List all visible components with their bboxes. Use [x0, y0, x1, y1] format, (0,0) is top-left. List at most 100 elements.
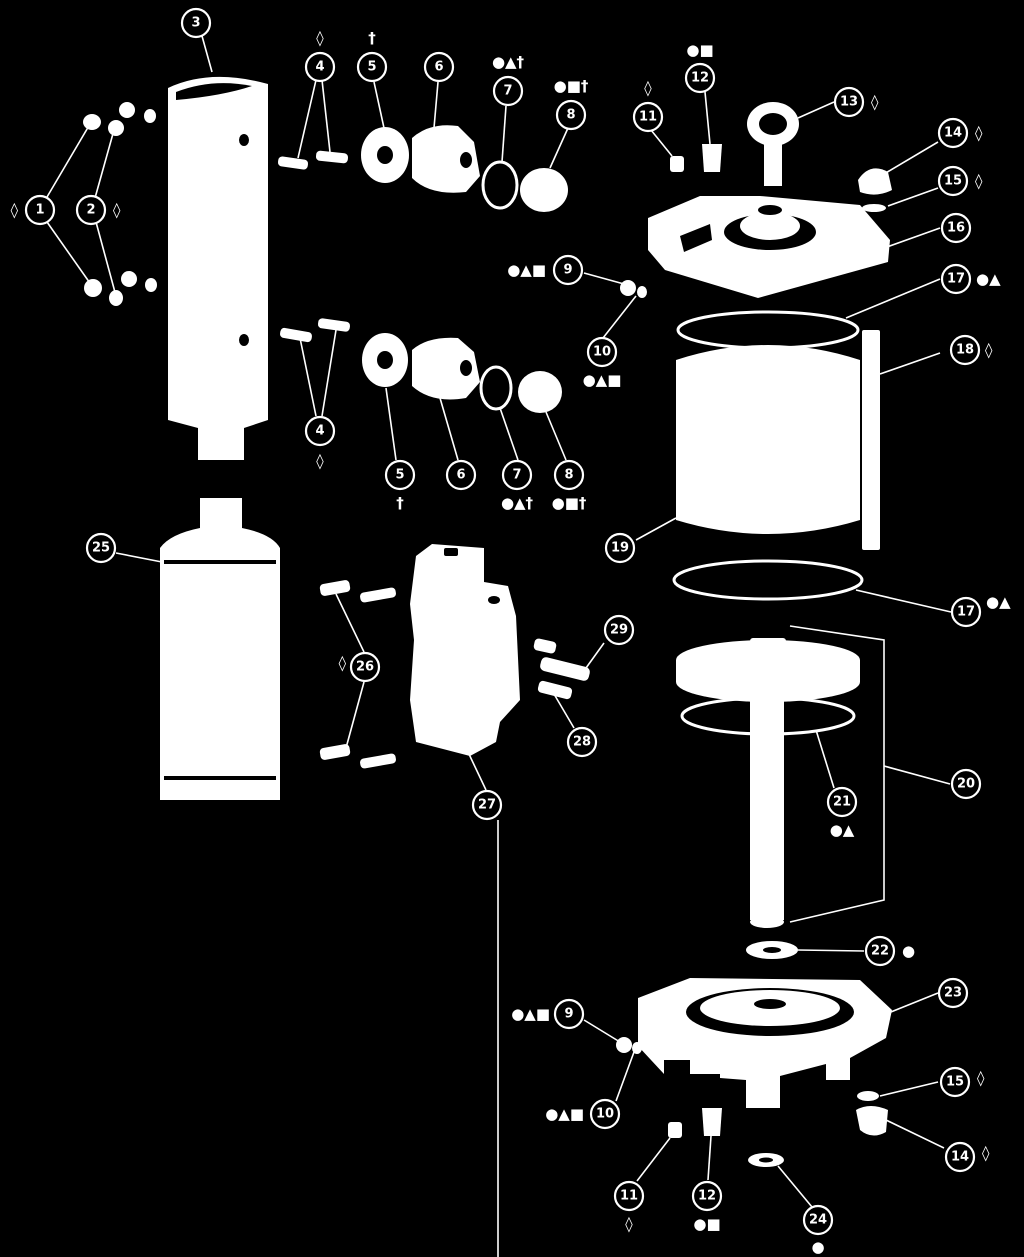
- callout-4-upper: ◊ 4: [304, 29, 336, 83]
- callout-number: 5: [367, 60, 376, 75]
- callout-symbol: ●▲: [830, 821, 855, 839]
- part-5-washers: [361, 127, 409, 387]
- callout-symbol: ◊: [316, 452, 324, 470]
- callout-symbol: ◊: [113, 201, 121, 219]
- callout-15-lower: 15 ◊: [939, 1066, 985, 1098]
- callout-20: 20: [950, 768, 982, 800]
- part-24-washer: [748, 1153, 784, 1167]
- callout-1: ◊ 1: [11, 194, 56, 226]
- callout-16: 16: [940, 212, 972, 244]
- callout-8-upper: ●■† 8: [554, 77, 589, 131]
- part-3-body-tube: [168, 76, 268, 460]
- callout-number: 8: [564, 468, 573, 483]
- callout-number: 5: [395, 468, 404, 483]
- part-11-12-plugs: [668, 144, 722, 1138]
- callout-number: 9: [564, 1007, 573, 1022]
- callout-number: 1: [35, 203, 44, 218]
- callout-number: 11: [639, 110, 657, 125]
- callout-symbol: ●▲■: [583, 371, 622, 389]
- callout-number: 13: [840, 95, 858, 110]
- callout-symbol: ●▲■: [507, 261, 546, 279]
- callout-number: 20: [957, 777, 975, 792]
- callout-number: 28: [573, 735, 591, 750]
- part-22-washer: [746, 941, 798, 959]
- callout-number: 24: [809, 1213, 827, 1228]
- callout-number: 9: [563, 263, 572, 278]
- callout-number: 22: [871, 944, 889, 959]
- callout-number: 3: [191, 16, 200, 31]
- callout-symbol: ◊: [975, 124, 983, 142]
- callout-10-upper: 10 ●▲■: [583, 336, 622, 389]
- callout-9-lower: ●▲■ 9: [511, 998, 585, 1030]
- callout-symbol: ◊: [625, 1215, 633, 1233]
- callout-23: 23: [937, 977, 969, 1009]
- part-6-bushings: [412, 125, 480, 400]
- callout-symbol: ◊: [977, 1069, 985, 1087]
- callout-symbol: ◊: [339, 654, 347, 672]
- callout-17-upper: 17 ●▲: [940, 263, 1001, 295]
- callout-14-lower: 14 ◊: [944, 1141, 990, 1173]
- callout-number: 7: [503, 84, 512, 99]
- callout-symbol: ●■†: [552, 494, 587, 512]
- callout-number: 17: [947, 272, 965, 287]
- callout-symbol: ●▲: [986, 593, 1011, 611]
- callout-2: 2 ◊: [75, 194, 121, 226]
- callout-symbol: ●▲: [976, 270, 1001, 288]
- part-8-balls: [518, 168, 568, 413]
- part-26-screws: [319, 580, 396, 769]
- callout-19: 19: [604, 532, 636, 564]
- callout-28: 28: [566, 726, 598, 758]
- callout-number: 25: [92, 541, 110, 556]
- callout-symbol: ◊: [644, 79, 652, 97]
- callout-symbol: ◊: [871, 93, 879, 111]
- callout-symbol: ◊: [11, 201, 19, 219]
- callout-number: 17: [957, 605, 975, 620]
- callout-number: 15: [946, 1075, 964, 1090]
- callout-symbol: ◊: [985, 341, 993, 359]
- part-18-tie-rod: [862, 330, 880, 550]
- callout-12-upper: ●■ 12: [684, 41, 716, 94]
- callout-8-lower: 8 ●■†: [552, 459, 587, 512]
- callout-symbol: ◊: [982, 1144, 990, 1162]
- part-9-10-fittings: [616, 280, 647, 1054]
- callout-15-upper: 15 ◊: [937, 165, 983, 197]
- callout-symbol: ◊: [316, 29, 324, 47]
- callout-symbol: ●■: [686, 41, 713, 59]
- callout-symbol: ●▲■: [511, 1005, 550, 1023]
- part-19-barrel: [676, 345, 860, 534]
- part-7-orings: [479, 160, 519, 411]
- part-1-2-nuts: [83, 102, 157, 306]
- callout-number: 6: [434, 60, 443, 75]
- callout-3: 3: [180, 7, 212, 39]
- parts-layer: [83, 76, 892, 1167]
- callout-symbol: ●▲†: [492, 53, 525, 71]
- callout-6-upper: 6: [423, 51, 455, 83]
- callout-7-lower: 7 ●▲†: [501, 459, 534, 512]
- callout-number: 11: [620, 1189, 638, 1204]
- callout-symbol: ●: [811, 1238, 824, 1256]
- callout-27: 27: [471, 789, 503, 821]
- part-20-21-piston: [676, 638, 860, 928]
- callout-number: 7: [512, 468, 521, 483]
- callout-10-lower: ●▲■ 10: [545, 1098, 621, 1130]
- callout-number: 14: [951, 1150, 969, 1165]
- part-16-top-cap: [648, 196, 890, 298]
- part-27-valve-block: [410, 544, 520, 756]
- part-25-cartridge: [160, 498, 280, 800]
- callout-symbol: ●■: [693, 1215, 720, 1233]
- callout-number: 12: [691, 71, 709, 86]
- callout-number: 16: [947, 221, 965, 236]
- callout-number: 4: [315, 60, 324, 75]
- part-14-15-caps: [856, 168, 892, 1136]
- callout-11-upper: ◊ 11: [632, 79, 664, 133]
- callouts-layer: ◊ 1 2 ◊ 3 ◊ 4 † 5 6 ●▲† 7: [11, 7, 1011, 1256]
- callout-26: ◊ 26: [339, 651, 381, 683]
- callout-symbol: †: [368, 29, 376, 47]
- callout-number: 10: [593, 345, 611, 360]
- callout-17-lower: 17 ●▲: [950, 593, 1011, 628]
- callout-number: 2: [86, 203, 95, 218]
- callout-13: 13 ◊: [833, 86, 879, 118]
- callout-14-upper: 14 ◊: [937, 117, 983, 149]
- callout-24: 24 ●: [802, 1204, 834, 1256]
- callout-9-upper: ●▲■ 9: [507, 254, 584, 286]
